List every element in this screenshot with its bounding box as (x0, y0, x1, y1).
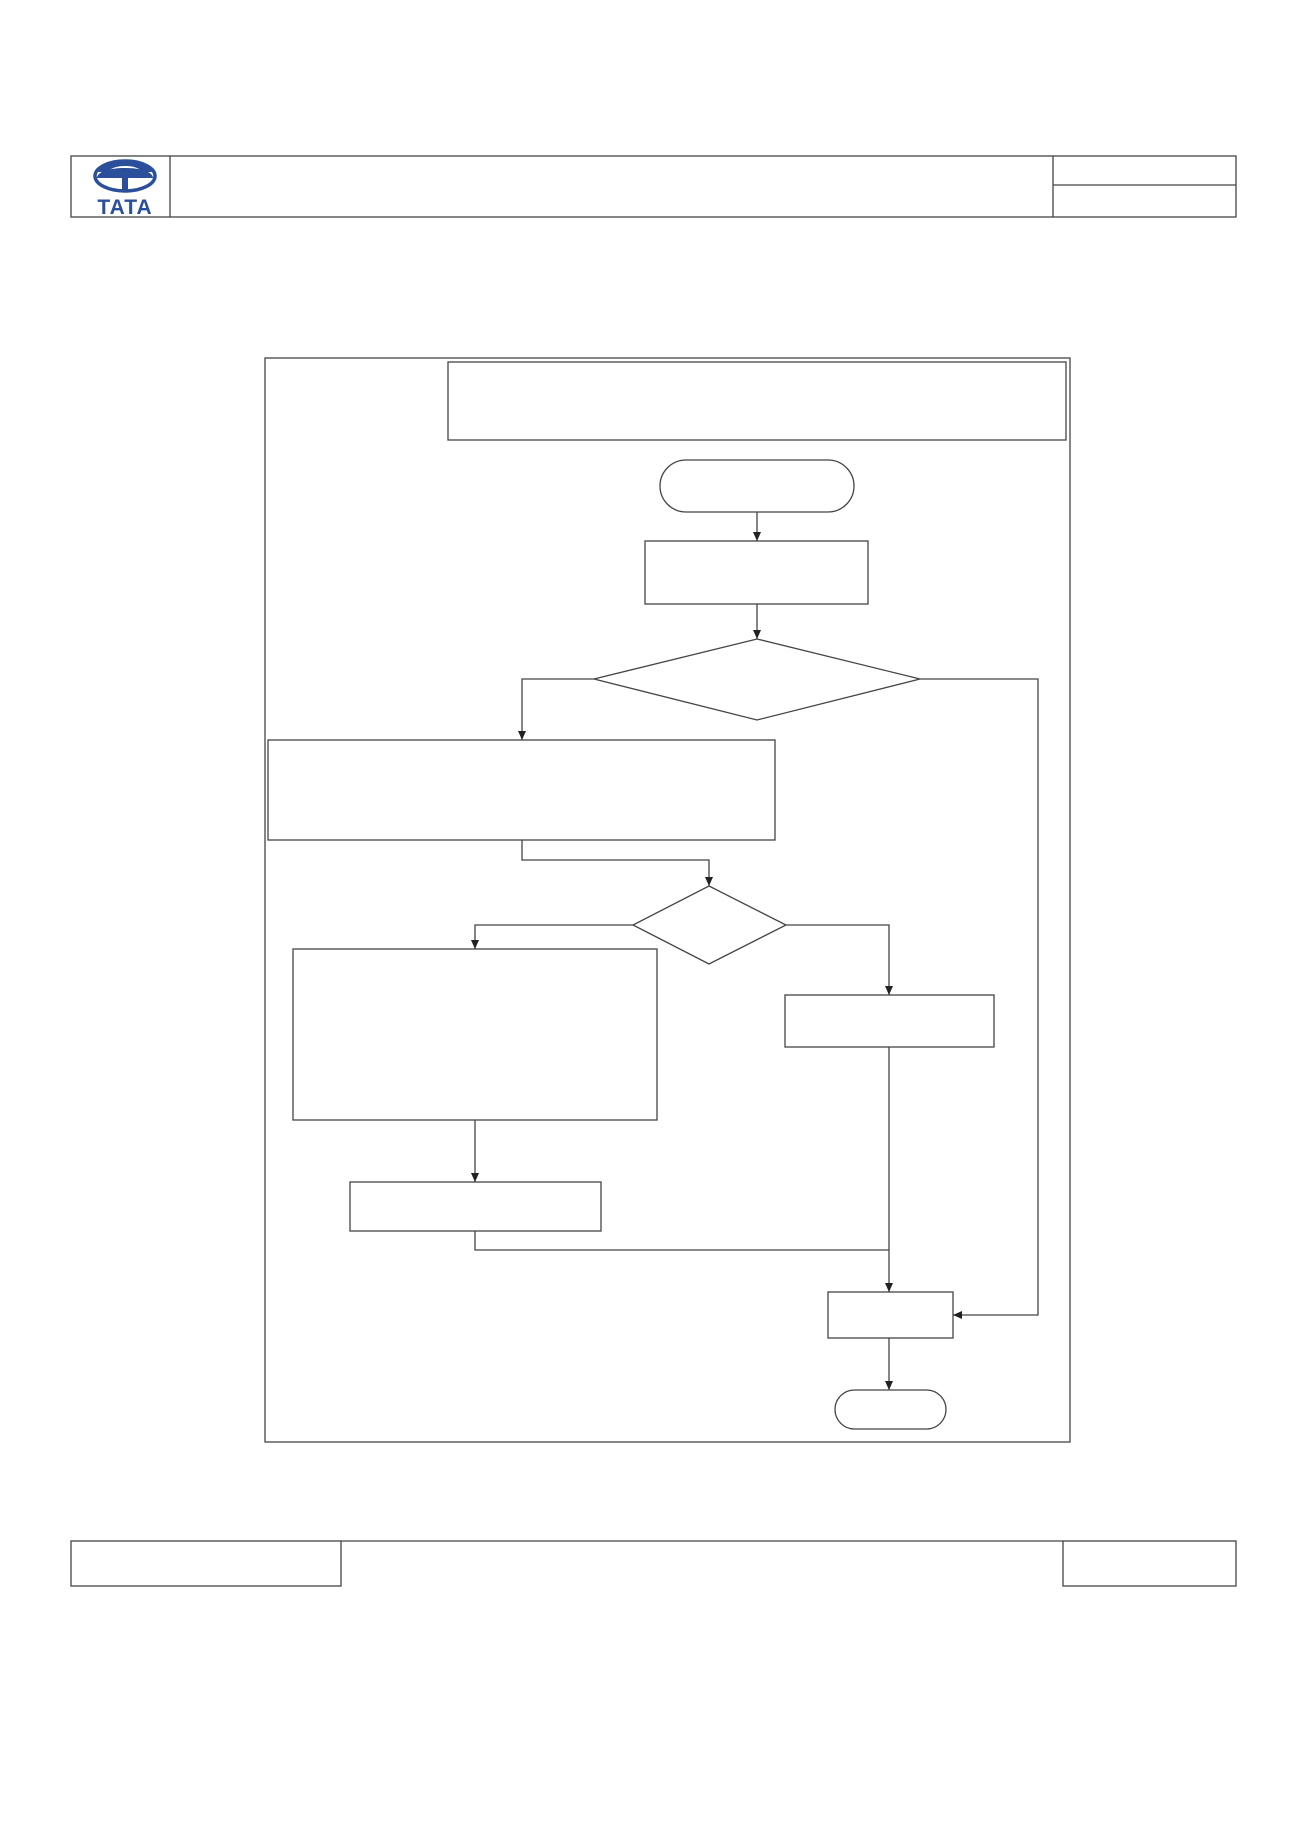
footer-left-box (70, 1540, 342, 1587)
flowchart-heading-box (447, 361, 1067, 441)
decision-diamond-1 (593, 638, 921, 721)
connector-step2-to-decision2 (521, 840, 713, 886)
process-box-step5 (349, 1181, 602, 1232)
tata-wordmark: TATA (97, 196, 152, 219)
footer (70, 1540, 1237, 1587)
start-terminator (659, 459, 855, 513)
header (70, 155, 1237, 218)
connector-decision1-to-step2 (518, 678, 594, 740)
process-box-step6 (827, 1291, 954, 1339)
tata-logo-icon (93, 159, 157, 193)
process-box-step4 (784, 994, 995, 1048)
connector-decision2-to-step3 (471, 924, 633, 949)
end-terminator (834, 1389, 947, 1430)
connector-step5-to-merge (474, 1231, 889, 1251)
footer-right-box (1062, 1540, 1237, 1587)
process-box-step3 (292, 948, 658, 1121)
decision-diamond-2 (631, 885, 788, 965)
process-box-step2 (267, 739, 776, 841)
process-box-step1 (644, 540, 869, 605)
connector-decision1-to-step6 (920, 678, 1039, 1319)
flowchart-frame (264, 357, 1071, 1443)
connector-decision2-to-step4 (786, 924, 893, 995)
header-frame (70, 155, 1237, 218)
